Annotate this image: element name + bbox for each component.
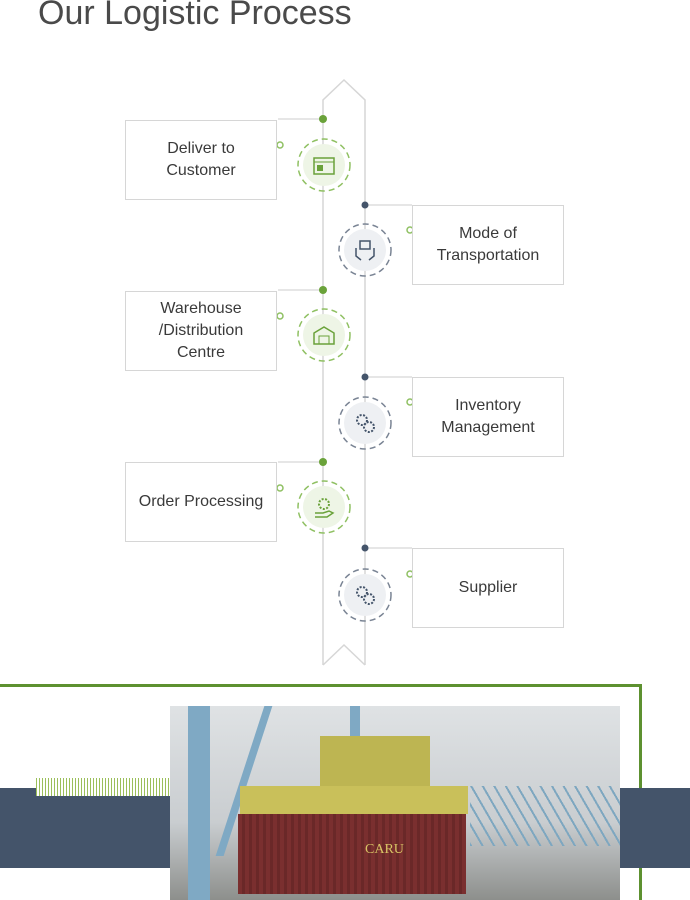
- step-inventory-management: Inventory Management: [412, 377, 564, 457]
- step-supplier: Supplier: [412, 548, 564, 628]
- step-order-processing: Order Processing: [125, 462, 277, 542]
- page-title: Our Logistic Process: [38, 0, 352, 32]
- timeline-arrow: [276, 78, 414, 666]
- timeline-dot: [319, 115, 327, 123]
- step-warehouse: Warehouse /Distribution Centre: [125, 291, 277, 371]
- timeline-dot: [319, 458, 327, 466]
- timeline-dot: [361, 201, 369, 209]
- store-icon: [298, 139, 350, 191]
- port-crane-photo: CARU: [170, 706, 620, 900]
- timeline-dot: [361, 544, 369, 552]
- gears-icon: [339, 397, 391, 449]
- striped-accent: [36, 778, 170, 796]
- container-logo-text: CARU: [365, 842, 404, 857]
- timeline-dot: [361, 373, 369, 381]
- gears-icon: [339, 569, 391, 621]
- hands-box-icon: [339, 224, 391, 276]
- shipping-container: [238, 814, 466, 894]
- timeline-dot: [319, 286, 327, 294]
- hand-gear-icon: [298, 481, 350, 533]
- warehouse-icon: [298, 309, 350, 361]
- step-deliver-to-customer: Deliver to Customer: [125, 120, 277, 200]
- step-mode-of-transportation: Mode of Transportation: [412, 205, 564, 285]
- green-frame-top: [0, 684, 642, 687]
